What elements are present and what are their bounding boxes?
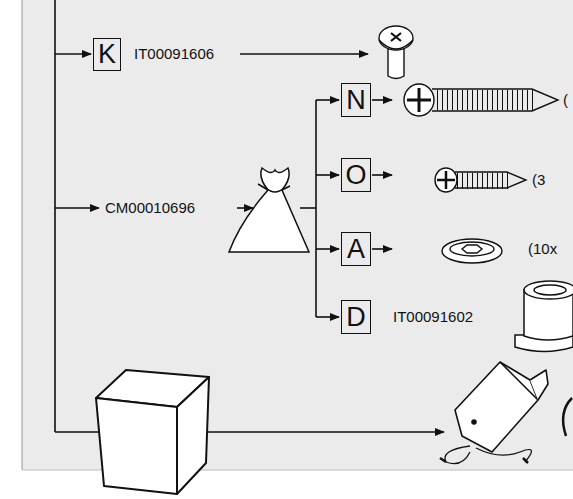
quantity-label: (3: [531, 172, 546, 187]
part-letter-box: O: [341, 158, 371, 192]
part-letter: N: [346, 87, 366, 114]
part-letter: K: [98, 41, 116, 68]
part-letter-box: K: [93, 38, 121, 71]
part-letter-box: A: [341, 232, 371, 266]
part-number: IT00091606: [133, 46, 215, 61]
part-number: CM00010696: [104, 200, 196, 215]
part-letter: A: [347, 236, 365, 263]
part-letter: D: [346, 304, 366, 331]
quantity-label: (10x: [527, 241, 558, 256]
part-letter: O: [345, 162, 366, 189]
part-number: IT00091602: [392, 309, 474, 324]
part-letter-box: N: [341, 83, 371, 117]
quantity-label: (: [562, 92, 569, 107]
part-letter-box: D: [341, 300, 371, 334]
